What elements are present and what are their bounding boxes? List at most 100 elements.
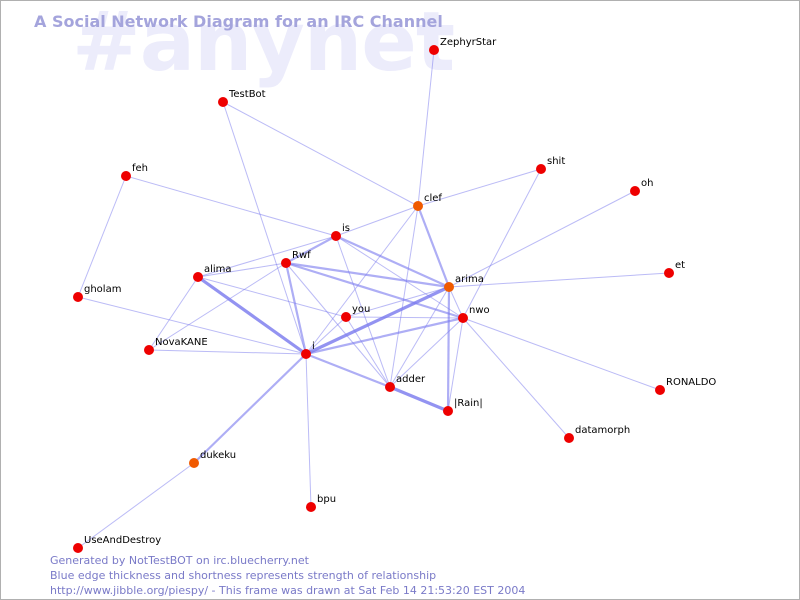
edge-TestBot-clef xyxy=(222,101,419,207)
edge-shit-nwo xyxy=(462,168,542,319)
edge-Rwf-alima xyxy=(197,262,287,278)
node-arima xyxy=(444,282,454,292)
node-nwo xyxy=(458,313,468,323)
edge-is-Rwf xyxy=(285,235,337,264)
edge-clef-i xyxy=(305,205,419,355)
edge-i-dukeku xyxy=(193,353,307,464)
node-TestBot xyxy=(218,97,228,107)
node-label-NovaKANE: NovaKANE xyxy=(155,337,208,348)
edge-nwo-Rain xyxy=(447,317,464,412)
node-label-feh: feh xyxy=(132,163,148,174)
node-adder xyxy=(385,382,395,392)
edge-alima-NovaKANE xyxy=(148,276,199,351)
edge-nwo-datamorph xyxy=(462,317,570,439)
edge-shit-clef xyxy=(417,168,542,207)
node-label-dukeku: dukeku xyxy=(200,450,236,461)
nodes-layer xyxy=(73,45,674,553)
edge-feh-is xyxy=(125,175,337,237)
edge-is-nwo xyxy=(335,235,464,319)
node-label-TestBot: TestBot xyxy=(228,89,266,100)
edge-Rwf-arima xyxy=(285,261,450,289)
edge-nwo-i xyxy=(305,316,464,356)
node-label-adder: adder xyxy=(396,374,426,385)
edge-is-alima xyxy=(197,235,337,278)
edge-arima-et xyxy=(448,272,670,288)
node-bpu xyxy=(306,502,316,512)
edge-Rwf-i xyxy=(284,262,308,355)
node-label-datamorph: datamorph xyxy=(575,425,630,436)
node-label-oh: oh xyxy=(641,178,653,189)
edge-you-nwo xyxy=(345,316,464,319)
node-label-shit: shit xyxy=(547,156,565,167)
edge-arima-you xyxy=(345,286,450,318)
node-i xyxy=(301,349,311,359)
edge-clef-adder xyxy=(389,205,419,388)
edge-arima-i xyxy=(305,285,450,356)
node-label-you: you xyxy=(352,304,370,315)
edge-ZephyrStar-clef xyxy=(417,49,435,207)
edge-Rwf-NovaKANE xyxy=(148,262,287,351)
edge-you-i xyxy=(305,316,347,355)
node-label-nwo: nwo xyxy=(469,305,490,316)
node-NovaKANE xyxy=(144,345,154,355)
node-alima xyxy=(193,272,203,282)
node-label-et: et xyxy=(675,260,685,271)
node-ZephyrStar xyxy=(429,45,439,55)
edge-is-adder xyxy=(335,235,391,388)
edge-arima-Rain xyxy=(446,286,451,412)
node-is xyxy=(331,231,341,241)
edge-i-adder xyxy=(305,352,391,389)
node-et xyxy=(664,268,674,278)
channel-watermark: #anynet xyxy=(72,0,455,90)
edge-NovaKANE-i xyxy=(148,349,307,355)
node-label-arima: arima xyxy=(455,274,484,285)
edge-alima-i xyxy=(197,275,307,356)
edge-arima-nwo xyxy=(448,286,464,319)
node-feh xyxy=(121,171,131,181)
node-label-alima: alima xyxy=(204,264,232,275)
edge-clef-arima xyxy=(416,205,451,288)
edge-gholam-i xyxy=(77,296,307,355)
edge-is-arima xyxy=(335,234,450,289)
edge-Rwf-nwo xyxy=(285,261,464,320)
edges-layer xyxy=(77,49,670,549)
node-oh xyxy=(630,186,640,196)
node-label-Rain: |Rain| xyxy=(454,398,483,409)
node-label-is: is xyxy=(342,223,350,234)
node-clef xyxy=(413,201,423,211)
footer-legend-line: Blue edge thickness and shortness repres… xyxy=(50,569,437,582)
node-label-UseAndDestroy: UseAndDestroy xyxy=(84,535,161,546)
node-you xyxy=(341,312,351,322)
node-label-gholam: gholam xyxy=(84,284,121,295)
edge-adder-Rain xyxy=(389,385,449,413)
edge-nwo-adder xyxy=(389,317,464,388)
edge-you-adder xyxy=(345,316,391,388)
node-dukeku xyxy=(189,458,199,468)
node-label-RONALDO: RONALDO xyxy=(666,377,716,388)
edge-nwo-RONALDO xyxy=(462,317,661,391)
edge-clef-is xyxy=(335,205,419,237)
node-label-i: i xyxy=(312,341,315,352)
node-label-clef: clef xyxy=(424,193,442,204)
diagram-title: A Social Network Diagram for an IRC Chan… xyxy=(34,12,443,31)
edge-alima-you xyxy=(197,276,347,318)
node-label-Rwf: Rwf xyxy=(292,250,311,261)
edge-TestBot-i xyxy=(222,101,307,355)
node-label-bpu: bpu xyxy=(317,494,336,505)
edge-feh-gholam xyxy=(77,175,127,298)
footer-timestamp-line: http://www.jibble.org/piespy/ - This fra… xyxy=(50,584,526,597)
node-shit xyxy=(536,164,546,174)
footer-info: Generated by NotTestBOT on irc.bluecherr… xyxy=(50,553,525,598)
edge-oh-arima xyxy=(448,190,636,288)
node-RONALDO xyxy=(655,385,665,395)
node-gholam xyxy=(73,292,83,302)
edge-i-bpu xyxy=(305,353,312,508)
node-Rwf xyxy=(281,258,291,268)
node-UseAndDestroy xyxy=(73,543,83,553)
node-label-ZephyrStar: ZephyrStar xyxy=(440,37,497,48)
node-Rain xyxy=(443,406,453,416)
edge-arima-adder xyxy=(389,286,450,388)
